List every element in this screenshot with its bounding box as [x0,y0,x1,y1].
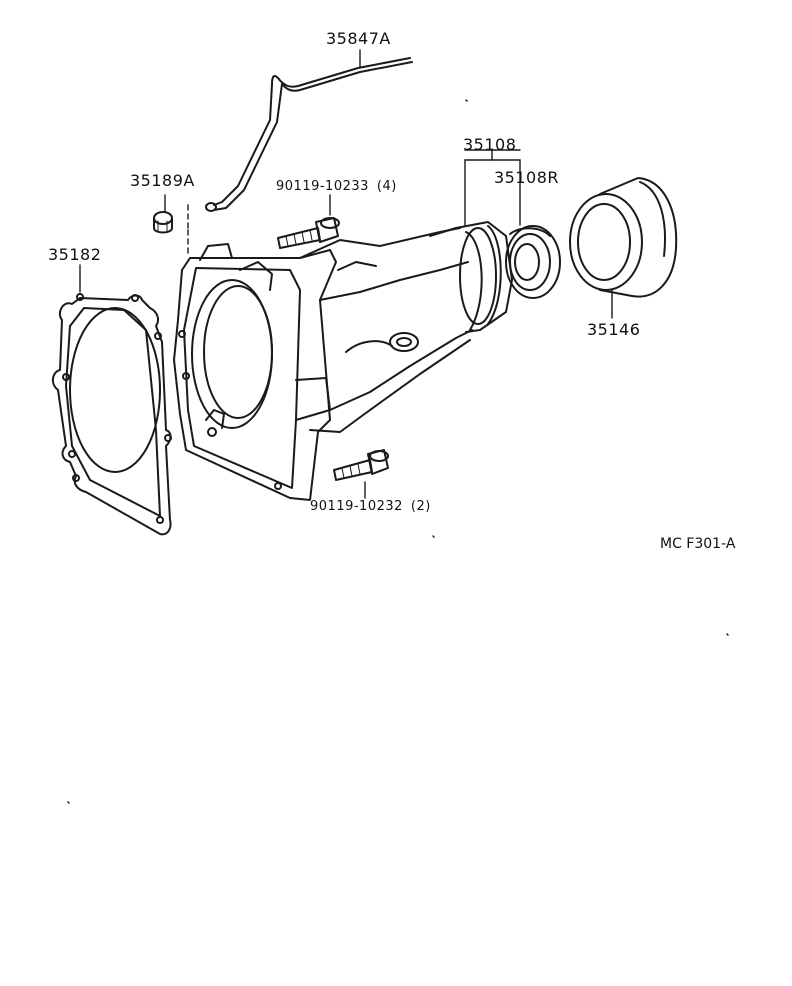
label-extension-housing: 35108 [463,135,517,154]
scan-specks [67,99,729,804]
bolt-lower [333,449,389,481]
plug [153,211,173,234]
label-breather-tube: 35847A [326,29,391,48]
bolt-upper [277,217,340,249]
label-oil-seal: 35108R [494,168,560,187]
diagram-code: MC F301-A [660,536,736,552]
breather-tube [205,57,413,212]
label-gasket: 35182 [48,245,102,264]
label-bolt-upper: 90119-10233 (4) [276,180,397,193]
label-bolt-lower: 90119-10232 (2) [310,500,431,513]
label-bolt-upper-qty: (4) [376,179,397,194]
dust-cover [569,177,678,298]
label-bolt-upper-number: 90119-10233 [276,179,369,194]
label-bolt-lower-number: 90119-10232 [310,499,403,514]
extension-housing [173,221,513,501]
oil-seal [505,225,561,299]
leader-lines [79,49,613,499]
label-dust-cover: 35146 [587,320,641,339]
label-plug: 35189A [130,171,195,190]
gasket [52,293,172,536]
label-bolt-lower-qty: (2) [410,499,431,514]
